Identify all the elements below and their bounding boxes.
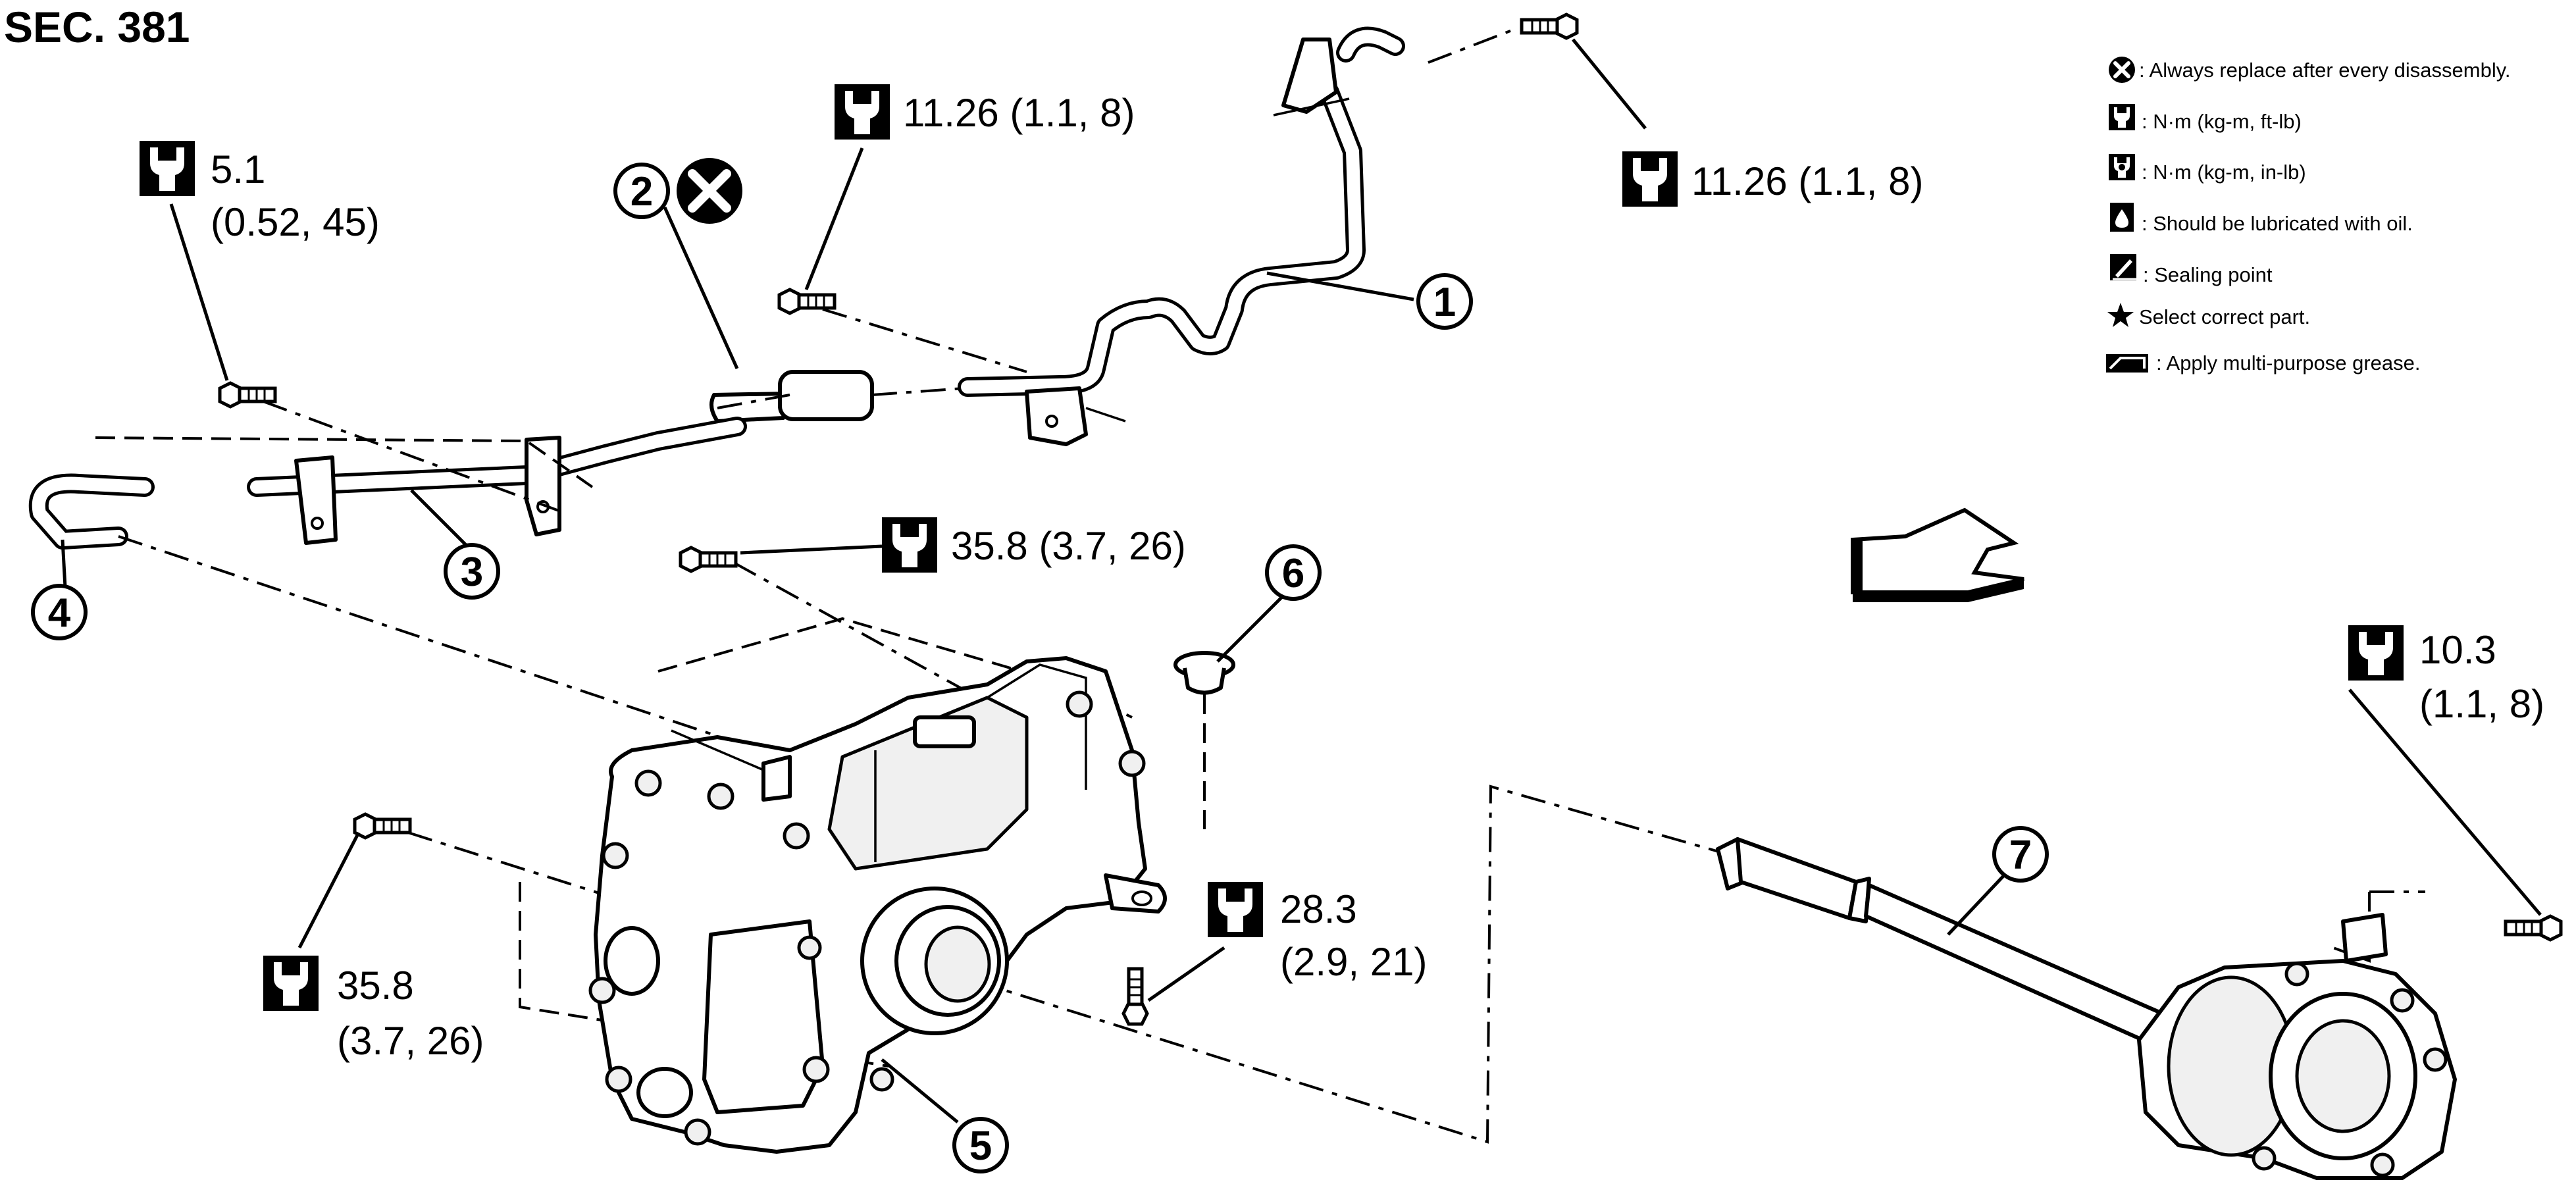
- legend-text: : Always replace after every disassembly…: [2139, 59, 2511, 82]
- always-replace-icon: [677, 158, 742, 224]
- leader-line: [1947, 874, 2005, 936]
- hose-4: [28, 473, 155, 550]
- part-number-label: 3: [461, 550, 483, 595]
- torque-wrench-icon: [140, 141, 195, 196]
- guide-line: [717, 394, 790, 409]
- legend-text: : Sealing point: [2143, 263, 2273, 286]
- part-number-4: 4: [33, 586, 86, 638]
- torque-wrench-icon: [835, 84, 890, 140]
- legend-text: : N·m (kg-m, in-lb): [2142, 161, 2306, 184]
- part-number-label: 5: [969, 1123, 992, 1169]
- part-number-2: 2: [615, 165, 668, 217]
- torque-value: (3.7, 26): [337, 1019, 484, 1063]
- part-number-6: 6: [1267, 546, 1320, 599]
- breather-tube-1: [958, 26, 1405, 446]
- leader-line: [1216, 591, 1288, 663]
- part-number-label: 4: [48, 590, 71, 636]
- bolt-icon: [1123, 969, 1147, 1024]
- leader-line: [804, 147, 864, 290]
- always-replace-icon: [2109, 57, 2135, 83]
- oil-lubricate-icon: [2110, 203, 2134, 232]
- leader-line: [1266, 271, 1414, 301]
- torque-value: 5.1: [211, 147, 265, 192]
- part-number-label: 7: [2009, 833, 2032, 878]
- grommet-6: [1173, 651, 1235, 695]
- torque-wrench-inlb-icon: [2109, 154, 2135, 180]
- legend-text: : Apply multi-purpose grease.: [2156, 351, 2421, 374]
- leader-line: [297, 831, 361, 949]
- guide-line: [1428, 28, 1514, 64]
- leader-line: [410, 489, 469, 548]
- legend-text: : Should be lubricated with oil.: [2142, 212, 2413, 235]
- torque-value: 35.8 (3.7, 26): [951, 524, 1186, 568]
- part-number-5: 5: [954, 1119, 1007, 1171]
- torque-value: 28.3: [1280, 887, 1357, 931]
- leader-line: [2348, 688, 2542, 916]
- leader-line: [1572, 38, 1647, 130]
- torque-wrench-icon: [2348, 625, 2404, 681]
- torque-value: 35.8: [337, 964, 414, 1008]
- torque-wrench-icon: [1622, 151, 1678, 207]
- torque-value: (2.9, 21): [1280, 940, 1427, 984]
- legend-text: : N·m (kg-m, ft-lb): [2142, 110, 2302, 133]
- leader-line: [881, 1058, 959, 1123]
- bolt-icon: [681, 548, 736, 571]
- leader-line: [169, 203, 229, 381]
- section-title: SEC. 381: [4, 3, 190, 51]
- torque-wrench-icon: [882, 517, 937, 573]
- guide-line: [822, 308, 1027, 373]
- guide-line: [657, 617, 1133, 719]
- grease-icon: [2106, 354, 2148, 373]
- legend: : Always replace after every disassembly…: [2106, 57, 2511, 374]
- part-number-3: 3: [446, 545, 498, 598]
- guide-line: [118, 535, 711, 735]
- part-number-1: 1: [1418, 275, 1471, 328]
- sealing-point-icon: [2110, 254, 2136, 280]
- torque-value: (0.52, 45): [211, 200, 380, 244]
- leader-line: [663, 206, 739, 370]
- torque-wrench-icon: [1208, 882, 1263, 937]
- guide-line: [871, 387, 965, 396]
- guide-line: [519, 882, 889, 1068]
- part-number-7: 7: [1994, 828, 2047, 881]
- torque-value: (1.1, 8): [2419, 682, 2544, 726]
- bolt-icon: [355, 814, 410, 838]
- guide-line: [263, 400, 567, 515]
- leader-line: [740, 544, 883, 555]
- breather-tube-3: [247, 417, 747, 545]
- drive-shaft-7: [1716, 837, 2457, 1180]
- guide-line: [973, 785, 1745, 1144]
- part-number-label: 1: [1433, 280, 1456, 325]
- bolt-icon: [1522, 14, 1577, 38]
- leader-line: [1147, 946, 1225, 1002]
- star-icon: [2107, 303, 2134, 327]
- part-number-label: 2: [631, 169, 653, 215]
- part-number-label: 6: [1282, 551, 1304, 596]
- front-direction-arrow-icon: [1851, 507, 2024, 602]
- torque-value: 11.26 (1.1, 8): [903, 91, 1135, 135]
- torque-wrench-icon: [263, 956, 319, 1011]
- torque-value: 10.3: [2419, 628, 2496, 672]
- torque-wrench-icon: [2109, 104, 2135, 130]
- torque-value: 11.26 (1.1, 8): [1691, 159, 1923, 203]
- hose-2: [709, 370, 874, 423]
- differential-carrier-5: [588, 656, 1167, 1154]
- bolt-icon: [2506, 916, 2561, 940]
- legend-text: Select correct part.: [2139, 305, 2310, 328]
